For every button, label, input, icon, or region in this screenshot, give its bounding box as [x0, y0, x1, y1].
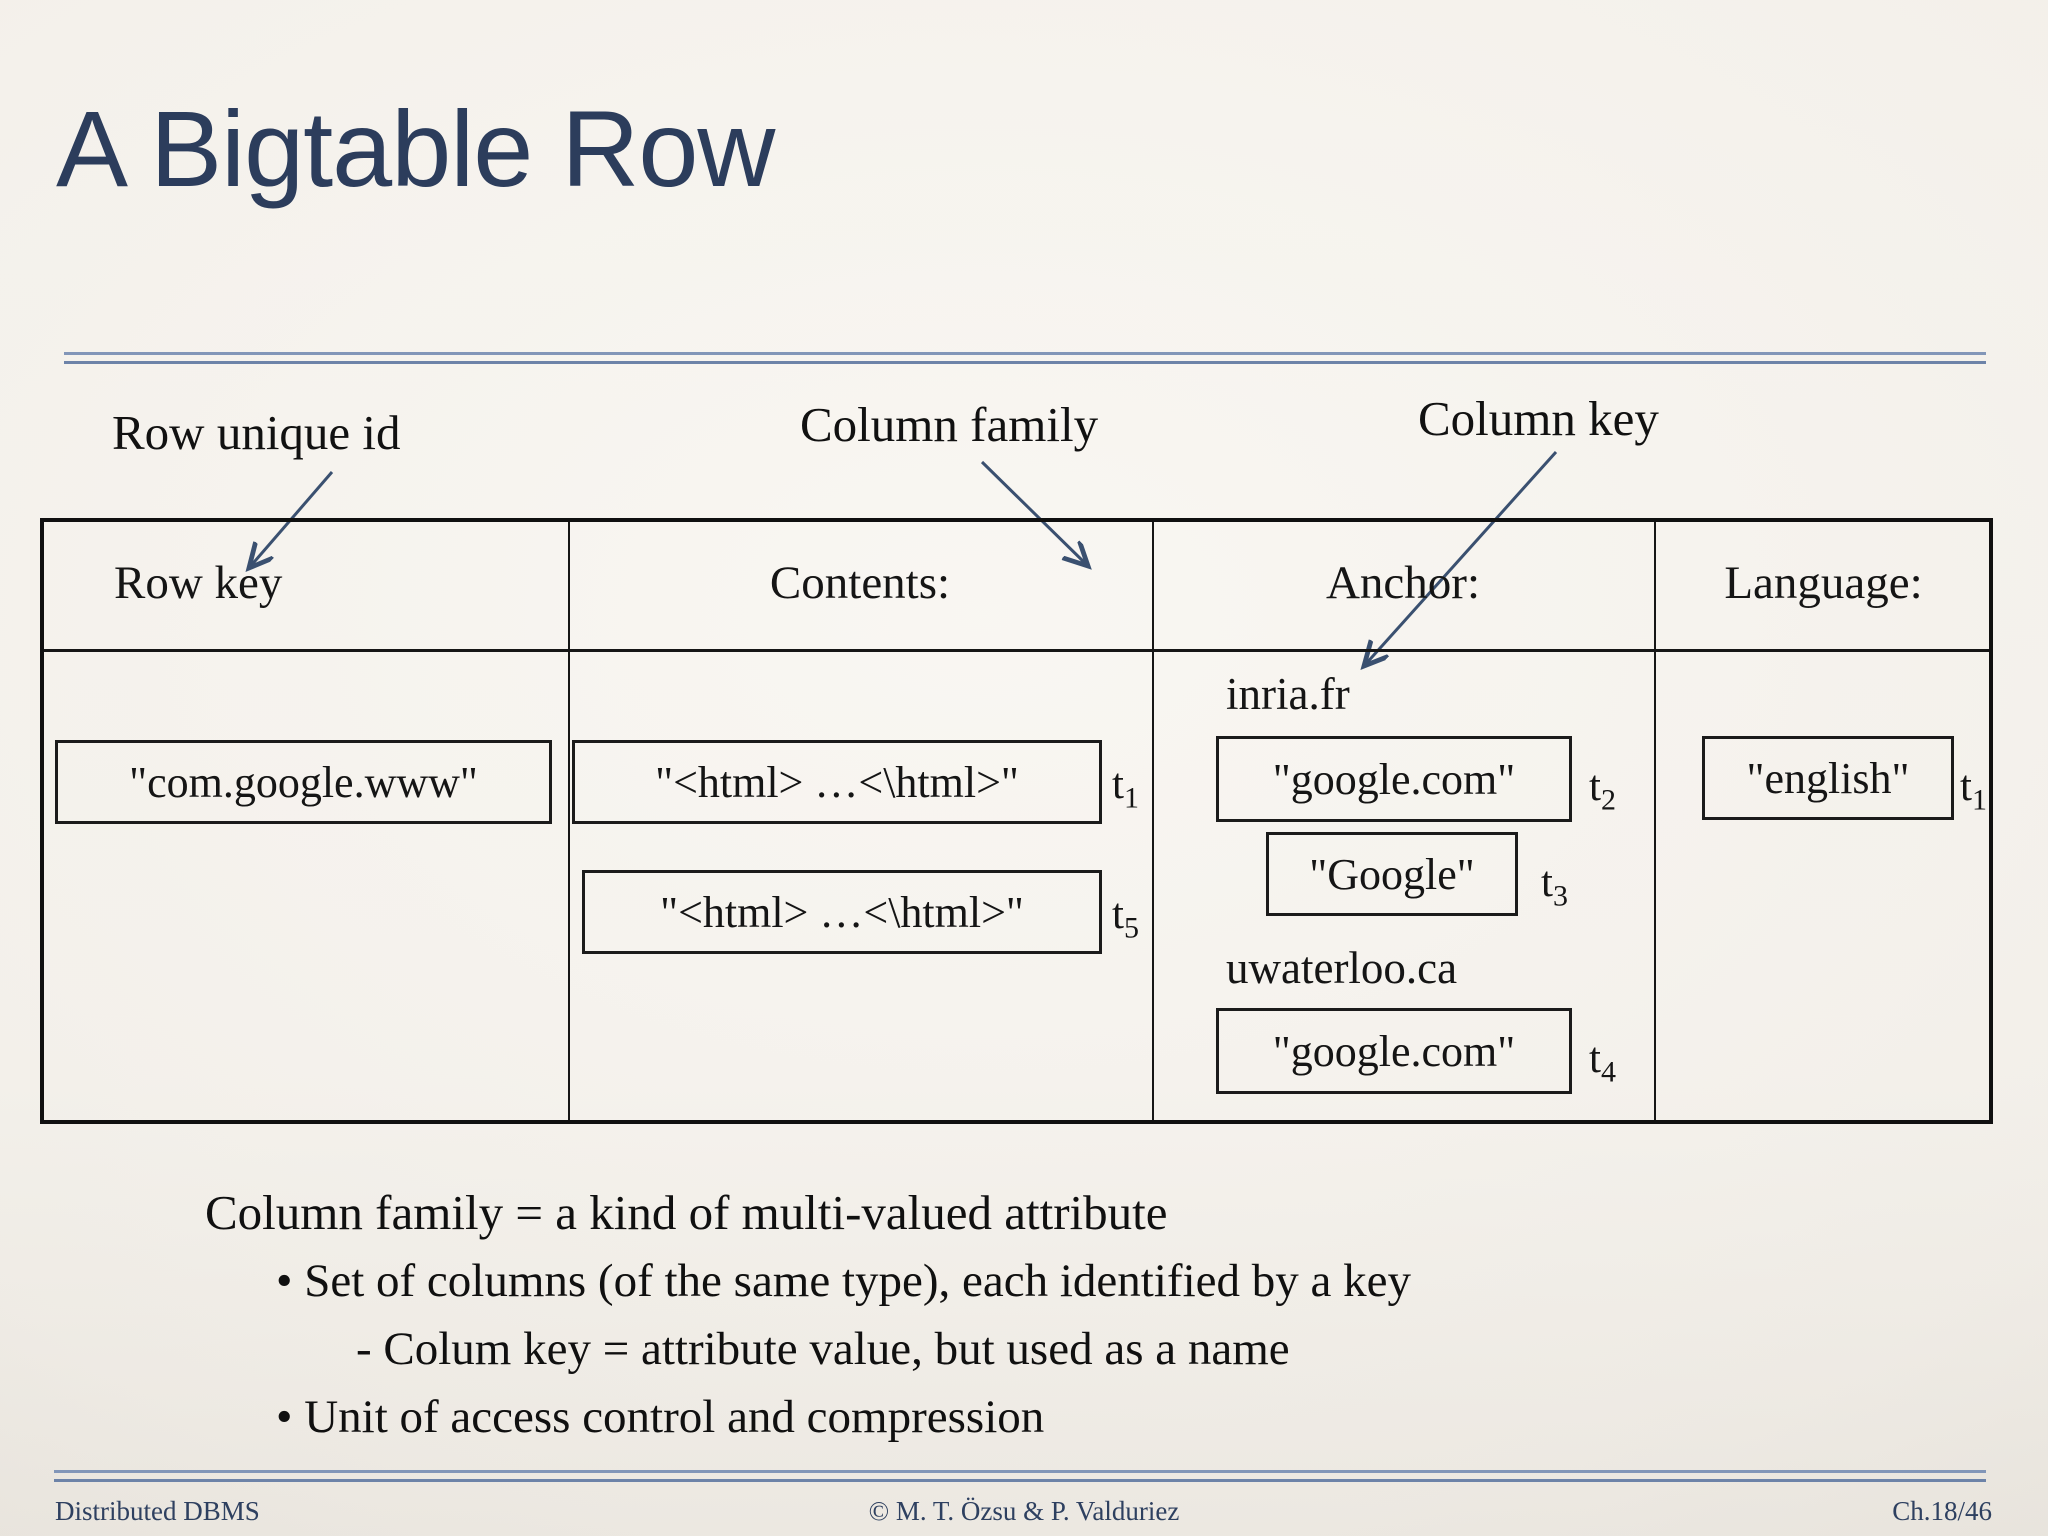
bigtable-diagram: Row key Contents: Anchor: Language: "com… — [40, 518, 1993, 1124]
timestamp-anchor-1: t2 — [1589, 762, 1616, 815]
footer-divider-line-bottom — [54, 1479, 1986, 1482]
column-header-language: Language: — [1724, 557, 1923, 609]
footer-right: Ch.18/46 — [1892, 1496, 1992, 1526]
title-divider — [64, 352, 1986, 364]
timestamp-base: t — [1112, 761, 1124, 808]
cell-anchor-3: "google.com" — [1216, 1008, 1572, 1094]
cell-contents-1: "<html> …<\html>" — [572, 740, 1102, 824]
note-dash-1: - Colum key = attribute value, but used … — [356, 1323, 1290, 1375]
callout-column-key: Column key — [1418, 391, 1659, 446]
table-divider-2 — [1152, 522, 1154, 1120]
timestamp-anchor-2: t3 — [1541, 858, 1568, 911]
timestamp-sub: 1 — [1971, 783, 1987, 817]
timestamp-sub: 2 — [1600, 783, 1616, 817]
cell-row-key-value: "com.google.www" — [55, 740, 552, 824]
timestamp-contents-2: t5 — [1112, 890, 1139, 943]
footer-divider-line-top — [54, 1470, 1986, 1473]
note-bullet-2: • Unit of access control and compression — [276, 1391, 1045, 1443]
title-divider-line-top — [64, 352, 1986, 355]
timestamp-base: t — [1112, 891, 1124, 938]
timestamp-anchor-3: t4 — [1589, 1034, 1616, 1087]
callout-column-family: Column family — [800, 397, 1099, 452]
cell-contents-2: "<html> …<\html>" — [582, 870, 1102, 954]
title-divider-line-bottom — [64, 361, 1986, 364]
note-line-1: Column family = a kind of multi-valued a… — [205, 1185, 1168, 1240]
timestamp-base: t — [1541, 859, 1553, 906]
timestamp-sub: 4 — [1600, 1055, 1616, 1089]
footer-divider — [54, 1470, 1986, 1482]
footer-left: Distributed DBMS — [55, 1496, 260, 1526]
anchor-column-key-2: uwaterloo.ca — [1226, 943, 1458, 993]
callout-row-unique-id: Row unique id — [112, 405, 401, 460]
anchor-column-key-1: inria.fr — [1226, 669, 1350, 719]
column-header-row-key: Row key — [114, 557, 283, 609]
table-header-separator — [44, 649, 1989, 652]
column-header-anchor: Anchor: — [1325, 557, 1480, 609]
table-divider-1 — [568, 522, 570, 1120]
table-divider-3 — [1654, 522, 1656, 1120]
timestamp-sub: 1 — [1123, 781, 1139, 815]
slide-title: A Bigtable Row — [56, 88, 775, 209]
timestamp-base: t — [1960, 763, 1972, 810]
column-header-contents: Contents: — [769, 557, 951, 609]
footer-center: © M. T. Özsu & P. Valduriez — [868, 1496, 1180, 1526]
timestamp-base: t — [1589, 1035, 1601, 1082]
timestamp-sub: 5 — [1123, 911, 1139, 945]
cell-anchor-1: "google.com" — [1216, 736, 1572, 822]
timestamp-base: t — [1589, 763, 1601, 810]
timestamp-language-1: t1 — [1960, 762, 1987, 815]
timestamp-sub: 3 — [1552, 879, 1568, 913]
note-bullet-1: • Set of columns (of the same type), eac… — [276, 1255, 1411, 1307]
cell-anchor-2: "Google" — [1266, 832, 1518, 916]
cell-language-1: "english" — [1702, 736, 1954, 820]
timestamp-contents-1: t1 — [1112, 760, 1139, 813]
